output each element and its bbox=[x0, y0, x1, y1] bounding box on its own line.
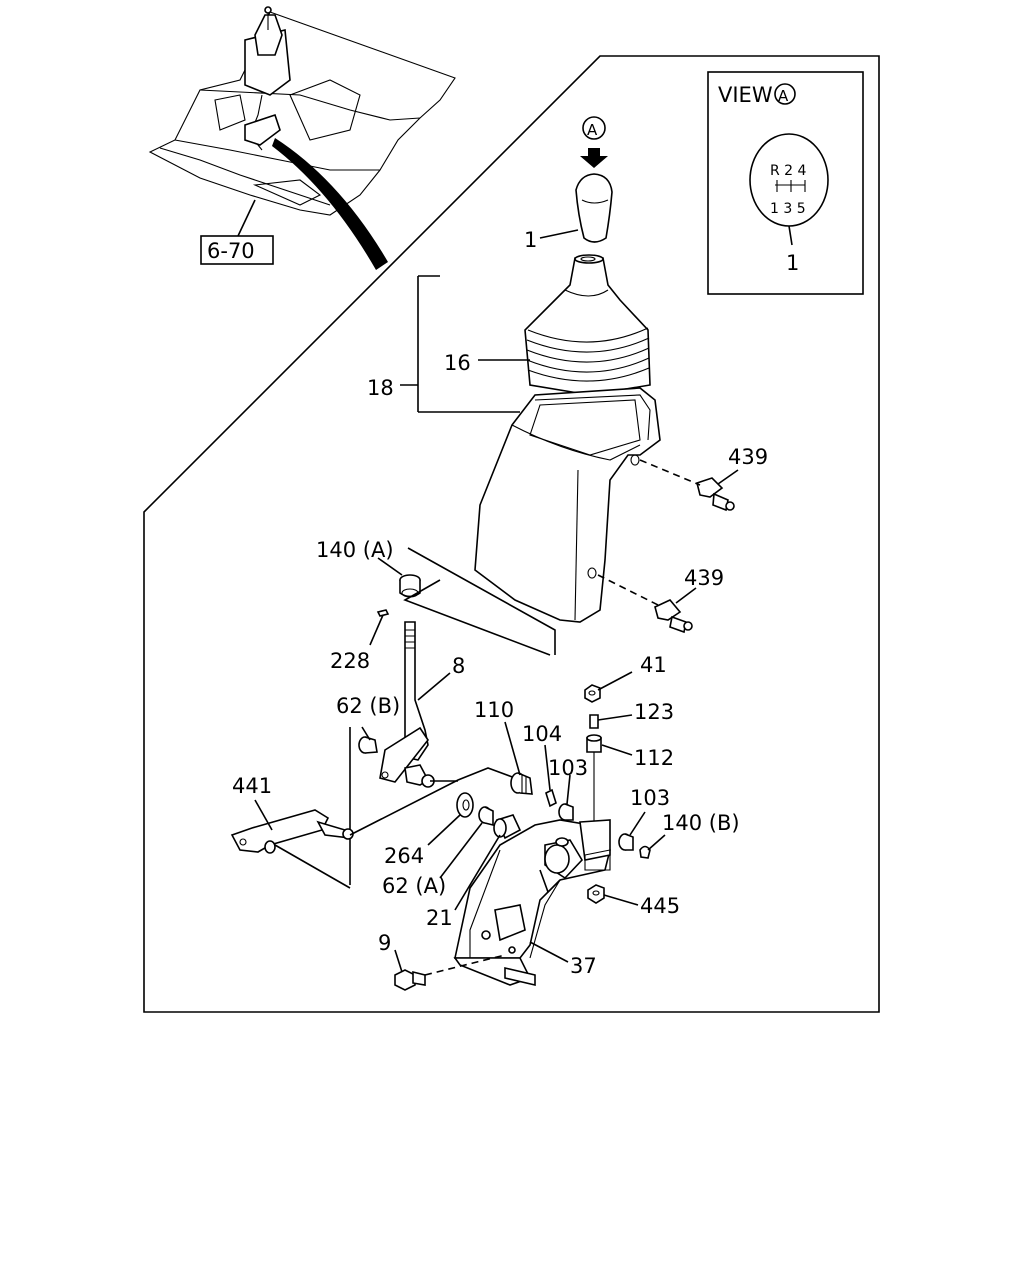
console-housing[interactable] bbox=[474, 387, 661, 623]
bushing-110[interactable] bbox=[510, 772, 533, 795]
bracket-37[interactable] bbox=[453, 819, 611, 987]
callout-1: 1 bbox=[524, 228, 537, 252]
shift-pattern-bottom: 1 3 5 bbox=[770, 201, 806, 217]
bushing-103-right[interactable] bbox=[618, 833, 634, 851]
callout-104: 104 bbox=[522, 722, 562, 746]
callout-18: 18 bbox=[367, 376, 394, 400]
callout-123: 123 bbox=[634, 700, 674, 724]
callout-441: 441 bbox=[232, 774, 272, 798]
shift-lever[interactable] bbox=[379, 621, 435, 788]
clip-140b[interactable] bbox=[639, 845, 651, 859]
view-marker: A bbox=[778, 87, 789, 105]
callout-439-upper: 439 bbox=[728, 445, 768, 469]
callout-41: 41 bbox=[640, 653, 667, 677]
main-frame bbox=[143, 55, 880, 1013]
callout-110: 110 bbox=[474, 698, 514, 722]
callout-21: 21 bbox=[426, 906, 453, 930]
callout-16: 16 bbox=[444, 351, 471, 375]
callout-103-left: 103 bbox=[548, 756, 588, 780]
view-a-box: VIEW A R 2 4 1 3 5 1 bbox=[707, 71, 864, 295]
callout-439-lower: 439 bbox=[684, 566, 724, 590]
view-callout-1: 1 bbox=[786, 251, 799, 275]
callout-62b: 62 (B) bbox=[336, 694, 400, 718]
bolt-9[interactable] bbox=[394, 969, 426, 991]
pin-228[interactable] bbox=[376, 609, 390, 617]
bushing-62a[interactable] bbox=[478, 806, 494, 827]
callout-445: 445 bbox=[640, 894, 680, 918]
view-title: VIEW bbox=[718, 83, 773, 107]
bushing-103-left[interactable] bbox=[558, 803, 574, 821]
reference-box-label: 6-70 bbox=[207, 239, 255, 263]
callout-140a: 140 (A) bbox=[316, 538, 394, 562]
screw-439-upper[interactable] bbox=[696, 477, 735, 512]
nut-41[interactable] bbox=[584, 684, 601, 703]
callout-140b: 140 (B) bbox=[662, 811, 740, 835]
callout-112: 112 bbox=[634, 746, 674, 770]
arrow-marker: A bbox=[587, 121, 598, 139]
clip-104[interactable] bbox=[545, 788, 557, 808]
spacer-123[interactable] bbox=[589, 714, 599, 729]
shift-boot[interactable] bbox=[524, 254, 651, 396]
bushing-62b[interactable] bbox=[358, 736, 378, 754]
collar-112[interactable] bbox=[586, 734, 602, 753]
view-arrow: A bbox=[580, 116, 608, 168]
shift-knob[interactable] bbox=[575, 173, 613, 243]
shift-pattern-top: R 2 4 bbox=[770, 163, 807, 179]
nut-445[interactable] bbox=[587, 884, 605, 904]
callout-228: 228 bbox=[330, 649, 370, 673]
callout-103-right: 103 bbox=[630, 786, 670, 810]
callout-9: 9 bbox=[378, 931, 391, 955]
callout-8: 8 bbox=[452, 654, 465, 678]
reference-box[interactable]: 6-70 bbox=[200, 235, 274, 265]
callout-37: 37 bbox=[570, 954, 597, 978]
lever-441[interactable] bbox=[230, 809, 354, 854]
collar-21[interactable] bbox=[493, 814, 522, 840]
washer-264[interactable] bbox=[456, 792, 474, 818]
callout-264: 264 bbox=[384, 844, 424, 868]
callout-62a: 62 (A) bbox=[382, 874, 446, 898]
screw-439-lower[interactable] bbox=[654, 599, 693, 634]
vehicle-floor-overview bbox=[148, 6, 456, 270]
